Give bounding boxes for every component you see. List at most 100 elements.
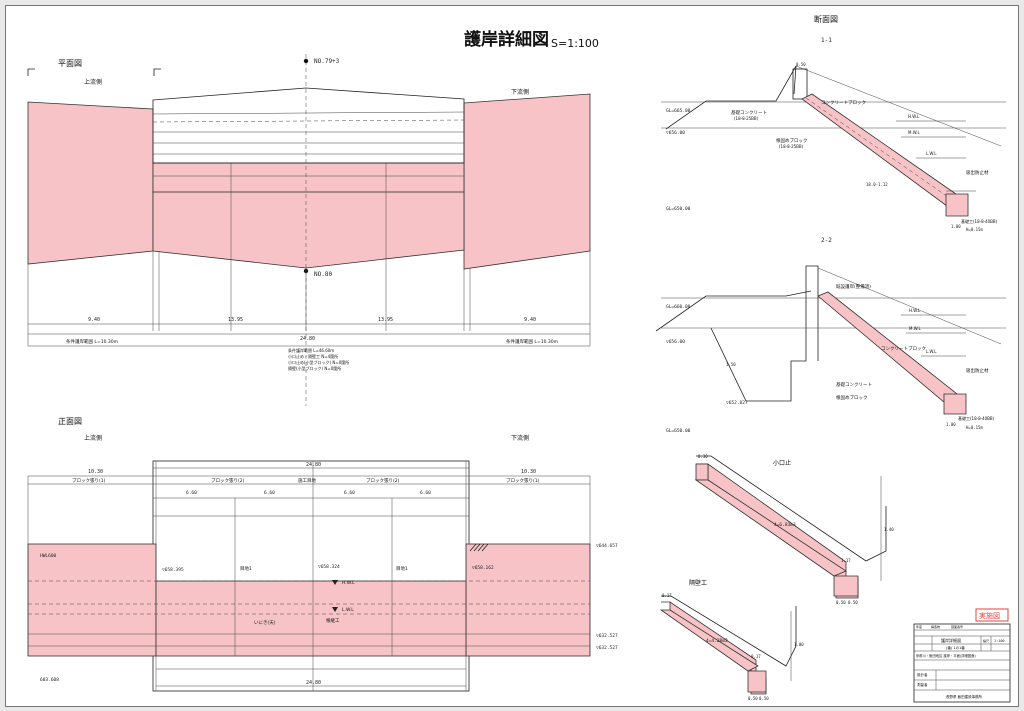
front-level: ▽658.162 bbox=[472, 565, 494, 571]
plan-total-dim: 24.80 bbox=[300, 336, 315, 342]
section-22-foundation bbox=[943, 393, 967, 415]
title-block-scale: 1:100 bbox=[994, 639, 1005, 643]
front-top-dim: 24.80 bbox=[306, 462, 321, 468]
section-22-note: 吸出防止材 bbox=[966, 367, 989, 374]
front-note: 目地1 bbox=[240, 565, 252, 572]
section-11-foundation bbox=[945, 193, 969, 217]
front-upstream-label: 上流側 bbox=[84, 434, 102, 442]
section-22-elev: ▽652.827 bbox=[726, 400, 748, 406]
koguchi-dim: 1.17 bbox=[841, 558, 851, 563]
section-11-dash bbox=[805, 97, 959, 205]
front-note: 根継工 bbox=[326, 617, 340, 624]
front-level: ▽632.527 bbox=[596, 645, 618, 651]
plan-label: 平面図 bbox=[58, 59, 82, 68]
kakuheki-dim: 0.50 bbox=[748, 696, 758, 701]
section-22-elev: GL=660.00 bbox=[666, 304, 691, 310]
section-22-wl: M.W.L bbox=[909, 326, 921, 331]
koguchi-guide bbox=[696, 455, 887, 562]
section-11-elev: GL=665.00 bbox=[666, 108, 691, 114]
plan-corner-mark bbox=[27, 68, 35, 76]
title-block-header: 図面番号 bbox=[951, 624, 963, 629]
section-22-note: 基礎工(18-8-40BB) bbox=[958, 415, 995, 421]
section-11-wl: L.W.L bbox=[926, 151, 937, 156]
front-level: ▽658.324 bbox=[318, 564, 340, 570]
plan-centre-note: 条件護岸範囲 L=46.60m bbox=[288, 347, 334, 353]
plan-dim: 9.40 bbox=[524, 317, 536, 323]
title-block-header: 年度 bbox=[916, 624, 922, 629]
title-block: 年度 構造物 図面番号 護岸詳細図 縮尺 1:100 (番) 1の1番 伊那川・… bbox=[913, 623, 1011, 703]
plan-line bbox=[152, 111, 465, 115]
section-11-wl: H.W.L bbox=[908, 114, 920, 119]
koguchi-top bbox=[695, 463, 709, 481]
plan-dim: 9.40 bbox=[88, 317, 100, 323]
section-22-elev: ▽656.00 bbox=[666, 339, 685, 345]
front-bottom-dim: 24.80 bbox=[306, 680, 321, 686]
plan-centre-revetment bbox=[152, 162, 465, 269]
plan-dim: 13.95 bbox=[378, 317, 393, 323]
section-11-dim: H=0.15m bbox=[966, 227, 983, 232]
front-left-wing bbox=[27, 543, 157, 657]
section-11-revetment bbox=[801, 93, 967, 210]
section-22-dim: 1.50 bbox=[726, 362, 736, 367]
drawing-canvas: 護岸詳細図 S=1:100 平面図 上流側 下流側 NO.79+3 NO.80 bbox=[27, 14, 1011, 703]
plan-centre-note: 小口止め・隔壁工 N=4箇所 bbox=[288, 353, 338, 359]
status-stamp bbox=[975, 608, 1009, 622]
section-22-note: 基礎コンクリート bbox=[836, 381, 872, 388]
koguchi-base bbox=[833, 575, 859, 597]
kakuheki-slope-dim: 4=4.28m2 bbox=[706, 638, 728, 644]
sub-dim: 6.60 bbox=[420, 490, 431, 496]
section-22-note: 根固めブロック bbox=[836, 394, 868, 401]
section-11-dim: 1.00 bbox=[951, 224, 961, 229]
kakuheki-base bbox=[747, 670, 767, 693]
koguchi-dim: 0.50 bbox=[836, 600, 846, 605]
drawing-sheet: 護岸詳細図 S=1:100 平面図 上流側 下流側 NO.79+3 NO.80 bbox=[5, 5, 1019, 707]
section-11-note: コンクリートブロック bbox=[821, 99, 866, 106]
section-22-elev: GL=650.00 bbox=[666, 428, 691, 434]
front-side-dim: 10.30 bbox=[88, 469, 103, 475]
title-block-header: 構造物 bbox=[931, 624, 940, 629]
plan-dim: 13.95 bbox=[228, 317, 243, 323]
plan-downstream-label: 下流側 bbox=[511, 88, 529, 96]
plan-right-wing bbox=[463, 93, 591, 270]
water-mark: L.W.L bbox=[342, 607, 354, 613]
drawing-scale: S=1:100 bbox=[551, 37, 599, 50]
ground-hatch bbox=[469, 543, 489, 552]
section-11-note: 基礎コンクリート bbox=[731, 109, 767, 116]
kakuheki-dim: 0.17 bbox=[751, 654, 761, 659]
plan-bank-top bbox=[152, 87, 465, 164]
koguchi-slope bbox=[694, 479, 847, 577]
title-block-drawing-name: 護岸詳細図 bbox=[941, 637, 961, 643]
section-22-note: コンクリートブロック bbox=[881, 345, 926, 352]
plan-centre-note: 隔壁(小型ブロック) N=0箇所 bbox=[288, 365, 341, 371]
front-centre-note: いにき(天) bbox=[254, 620, 276, 626]
section-11-crown bbox=[792, 68, 808, 100]
section-11-label: 1-1 bbox=[821, 37, 832, 44]
koguchi-detail: 小口止 4=6.83m3 0.30 1.17 1.40 0.50 0.50 bbox=[694, 454, 894, 605]
kakuheki-dim: 0.17 bbox=[662, 593, 672, 598]
block-label: 施工目地 bbox=[298, 477, 316, 484]
sub-dim: 6.60 bbox=[186, 490, 197, 496]
title-block-sheet: (番) 1の1番 bbox=[946, 645, 965, 650]
block-label: ブロック張り(2) bbox=[211, 477, 245, 484]
front-left-elev: HWL600 bbox=[40, 553, 57, 559]
front-level: ▽632.527 bbox=[596, 633, 618, 639]
section-11-wl: M.W.L bbox=[908, 130, 920, 135]
plan-view: 平面図 上流側 下流側 NO.79+3 NO.80 bbox=[27, 54, 591, 406]
front-bottom-elev: 603.608 bbox=[40, 677, 59, 683]
station-bottom: NO.80 bbox=[314, 271, 332, 278]
section-11-note: (18-8-25BB) bbox=[779, 144, 804, 149]
title-block-scale-label: 縮尺 bbox=[983, 638, 989, 643]
koguchi-dim: 1.40 bbox=[884, 527, 894, 532]
title-block-frame bbox=[913, 623, 1011, 703]
front-note: 目地1 bbox=[396, 565, 408, 572]
koguchi-dim: 0.50 bbox=[848, 600, 858, 605]
section-11-note: 吸出防止材 bbox=[966, 169, 989, 176]
water-mark: H.W.L bbox=[342, 580, 355, 586]
section-22-dim: H=0.15m bbox=[966, 425, 983, 430]
koguchi-dim: 0.30 bbox=[698, 454, 708, 459]
title-block-design: 設計者 bbox=[917, 672, 928, 677]
block-label: ブロック張り(1) bbox=[506, 477, 540, 484]
section-11-slope-guide bbox=[795, 65, 1002, 147]
title-block-office: 長野県 飯田建設事務所 bbox=[946, 694, 983, 699]
title-block-survey: 測量者 bbox=[917, 682, 928, 687]
